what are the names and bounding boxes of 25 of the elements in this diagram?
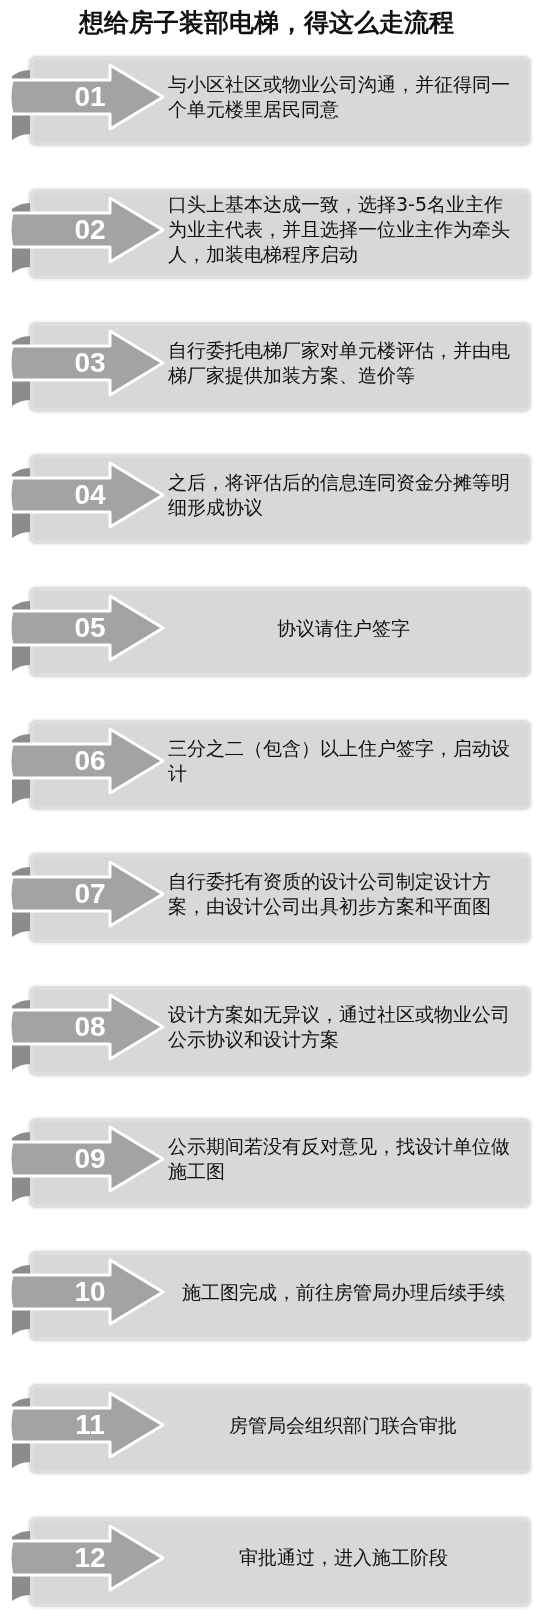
step-number: 04: [73, 479, 107, 512]
step-description: 设计方案如无异议，通过社区或物业公司公示协议和设计方案: [168, 1001, 511, 1052]
step-description: 之后，将评估后的信息连同资金分摊等明细形成协议: [168, 470, 511, 521]
step-description: 协议请住户签字: [275, 615, 411, 641]
step-description: 自行委托有资质的设计公司制定设计方案，由设计公司出具初步方案和平面图: [168, 868, 492, 919]
step-description: 房管局会组织部门联合审批: [228, 1412, 458, 1438]
step-description: 三分之二（包含）以上住户签字，启动设计: [168, 736, 511, 786]
step-description: 自行委托电梯厂家对单元楼评估，并由电梯厂家提供加装方案、造价等: [168, 337, 511, 388]
step-description: 口头上基本达成一致，选择3-5名业主作为业主代表，并且选择一位业主作为牵头人，加装电梯程序启动: [168, 192, 511, 268]
step-description: 审批通过，进入施工阶段: [237, 1545, 449, 1571]
step-number: 02: [73, 213, 107, 246]
step-description: 与小区社区或物业公司沟通，并征得同一个单元楼里居民同意: [168, 72, 511, 122]
step-description: 公示期间若没有反对意见，找设计单位做施工图: [168, 1134, 511, 1185]
step-number: 06: [73, 745, 107, 777]
step-number: 08: [73, 1010, 107, 1043]
step-number: 11: [74, 1409, 106, 1441]
step-number: 12: [73, 1541, 107, 1574]
step-number: 01: [73, 81, 107, 113]
step-number: 10: [73, 1276, 107, 1309]
step-number: 05: [73, 612, 107, 645]
step-description: 施工图完成，前往房管局办理后续手续: [180, 1279, 506, 1305]
title: 想给房子装部电梯，得这么走流程: [77, 7, 455, 39]
step-number: 07: [73, 877, 107, 910]
step-number: 09: [73, 1143, 107, 1176]
step-number: 03: [73, 346, 107, 379]
